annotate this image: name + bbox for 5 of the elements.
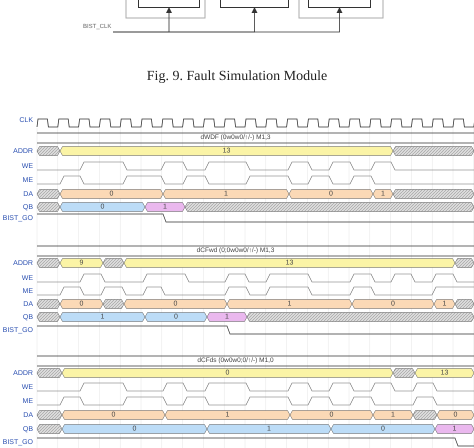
block-box bbox=[308, 0, 371, 8]
connector-arrow bbox=[112, 7, 342, 32]
block-box bbox=[138, 0, 200, 8]
figure-caption: Fig. 9. Fault Simulation Module bbox=[146, 70, 328, 84]
block-box bbox=[220, 0, 289, 8]
